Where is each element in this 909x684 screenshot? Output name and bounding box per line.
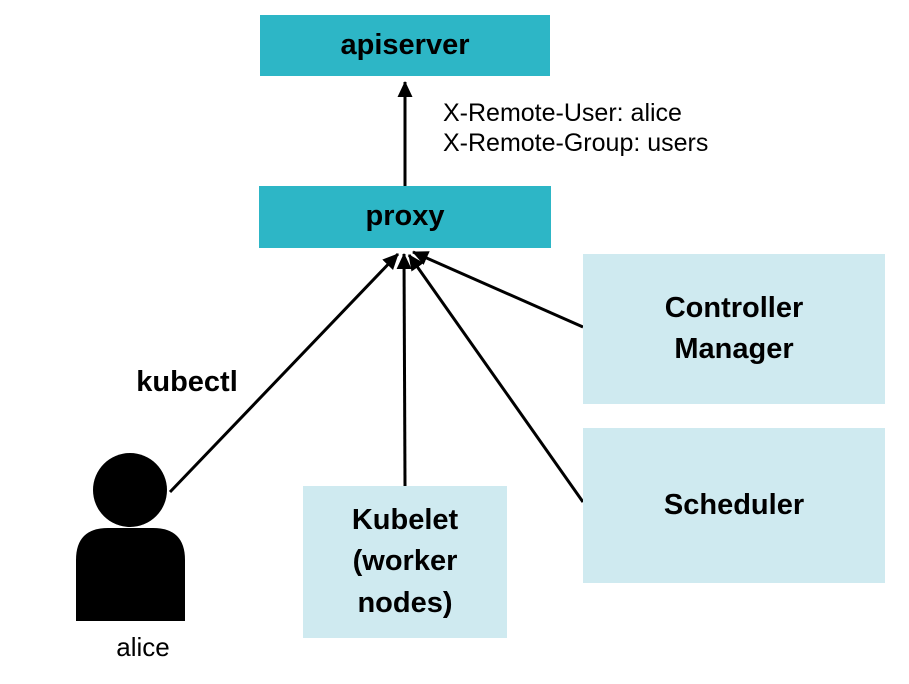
- node-kubelet-label: Kubelet (worker nodes): [351, 504, 459, 619]
- edge-label-kubectl: kubectl: [136, 366, 238, 398]
- node-proxy: proxy: [259, 186, 551, 248]
- arrow-kubectl-alice-to-proxy: [168, 252, 400, 494]
- node-controller-manager-label: Controller Manager: [664, 291, 804, 365]
- arrow-kubelet-to-proxy: [396, 253, 412, 487]
- remote-user-header: X-Remote-User: alice: [443, 99, 682, 127]
- node-apiserver: apiserver: [260, 15, 550, 76]
- node-scheduler-label: Scheduler: [663, 488, 805, 521]
- node-scheduler: Scheduler: [583, 428, 885, 583]
- node-apiserver-label: apiserver: [340, 28, 470, 61]
- arrow-scheduler-to-proxy: [407, 254, 585, 503]
- edge-label-proxy-headers: X-Remote-User: alice X-Remote-Group: use…: [443, 98, 708, 158]
- node-kubelet: Kubelet (worker nodes): [303, 486, 507, 638]
- node-proxy-label: proxy: [365, 200, 445, 233]
- actor-name-label: alice: [116, 632, 170, 662]
- remote-group-header: X-Remote-Group: users: [443, 129, 709, 157]
- node-controller-manager: Controller Manager: [583, 254, 885, 404]
- arrow-controller-manager-to-proxy: [412, 250, 584, 329]
- person-icon: [76, 453, 185, 621]
